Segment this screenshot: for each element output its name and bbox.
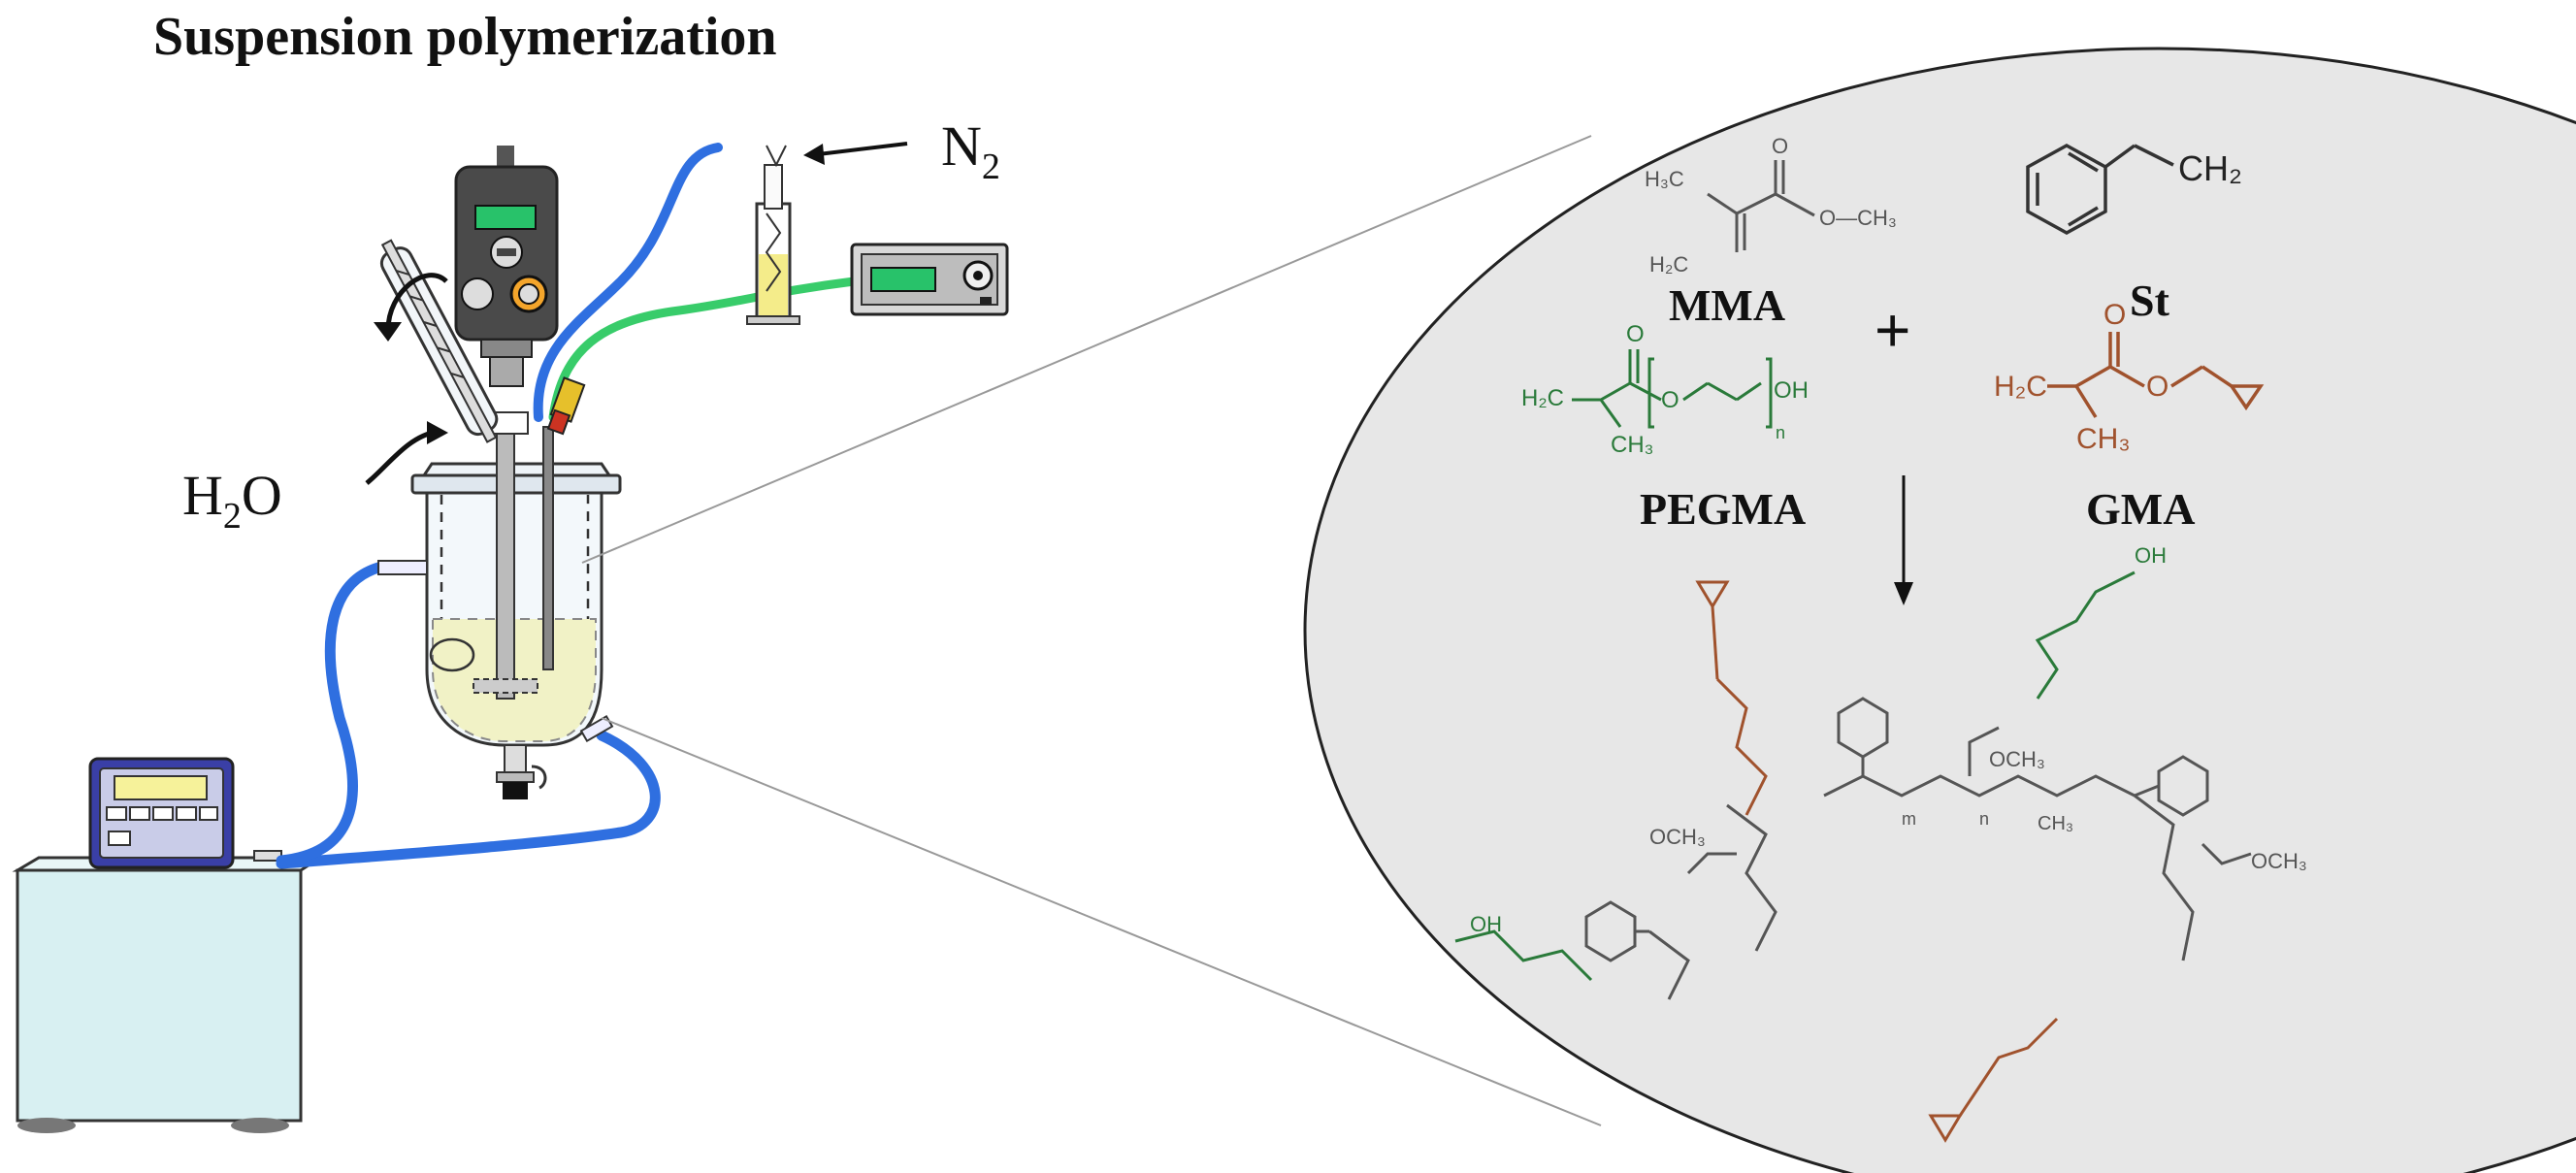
pegma-n: n — [1776, 423, 1785, 442]
pegma-structure — [1572, 349, 1773, 429]
polymer-ch3-mid: CH₃ — [2038, 813, 2073, 834]
styrene-ch2: CH₂ — [2178, 148, 2242, 188]
styrene-structure — [2026, 144, 2174, 235]
thermostat-bath-icon — [12, 757, 326, 1133]
stirrer-motor-icon — [454, 146, 559, 435]
gma-ch3: CH₃ — [2076, 423, 2131, 455]
flow-meter-icon — [850, 243, 1009, 316]
pegma-ether-o: O — [1661, 387, 1679, 413]
pegma-h2c: H₂C — [1521, 385, 1564, 411]
polymer-n-mid: n — [1979, 809, 1989, 829]
gma-label: GMA — [2086, 484, 2195, 534]
condenser-icon — [365, 239, 499, 485]
polymer-m-mid: m — [1902, 809, 1916, 829]
polymer-och3-top: OCH₃ — [1989, 747, 2045, 771]
mma-h2c: H₂C — [1649, 252, 1688, 277]
bubbler-icon — [746, 145, 800, 325]
page-title: Suspension polymerization — [153, 7, 777, 67]
polymer-och3-left: OCH₃ — [1649, 825, 1706, 849]
mma-structure — [1707, 160, 1815, 252]
water-label: H2O — [182, 464, 282, 537]
reaction-arrow — [1894, 475, 1913, 605]
mma-carbonyl-o: O — [1772, 134, 1788, 158]
n2-arrow — [803, 142, 908, 165]
pegma-ch3: CH₃ — [1611, 432, 1653, 458]
n2-label: N2 — [941, 114, 1000, 187]
pegma-carbonyl-o: O — [1626, 321, 1645, 347]
gma-carbonyl-o: O — [2103, 299, 2126, 331]
mma-h3c: H₃C — [1645, 167, 1684, 191]
mma-och3: O—CH₃ — [1819, 206, 1897, 230]
gma-ether-o: O — [2146, 371, 2168, 403]
polymer-oh-top: OH — [2135, 543, 2167, 568]
styrene-label: St — [2130, 276, 2170, 325]
gma-h2c: H₂C — [1994, 371, 2047, 403]
plus-sign: + — [1875, 295, 1910, 365]
magnified-chemistry-circle — [1303, 47, 2576, 1173]
port-valve — [546, 376, 586, 436]
copolymer-structure — [1454, 570, 2252, 1143]
reactor-vessel-icon — [377, 426, 622, 799]
zoom-lines — [581, 135, 1602, 1126]
pegma-label: PEGMA — [1640, 484, 1806, 534]
circulation-tubes — [276, 562, 661, 869]
mma-label: MMA — [1669, 280, 1785, 330]
pegma-oh: OH — [1774, 377, 1809, 404]
polymer-oh-left: OH — [1470, 912, 1502, 936]
polymer-och3-right: OCH₃ — [2251, 849, 2307, 873]
gma-structure — [2047, 332, 2265, 418]
